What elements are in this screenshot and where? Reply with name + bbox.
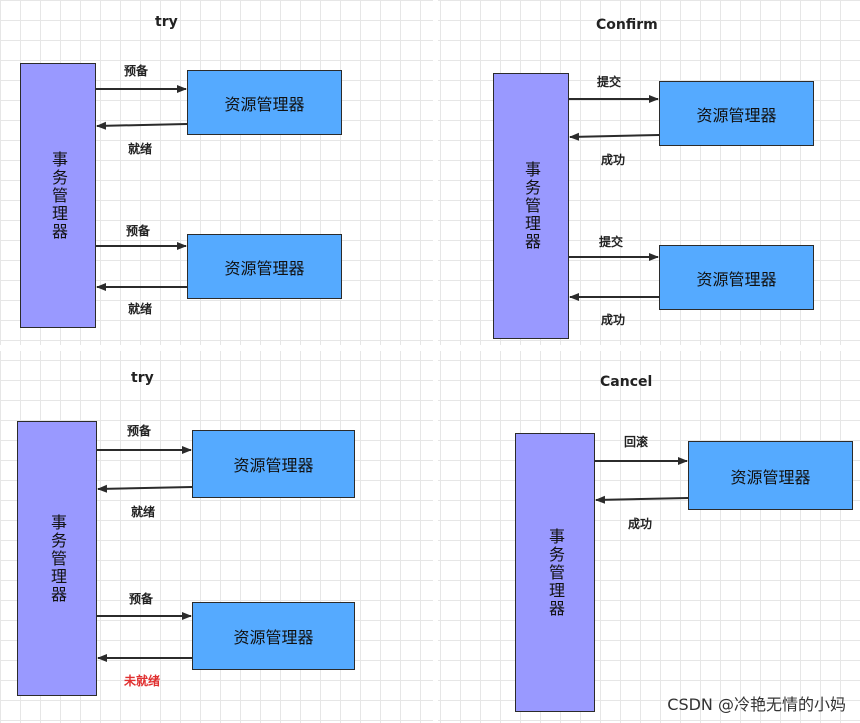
transaction-manager-box: 事务管理器 bbox=[17, 421, 97, 696]
resource-manager-box: 资源管理器 bbox=[659, 245, 814, 310]
panel-divider-horizontal bbox=[0, 345, 860, 351]
panel-title: Cancel bbox=[600, 374, 653, 390]
transaction-manager-label: 事务管理器 bbox=[48, 513, 67, 604]
request-label: 预备 bbox=[126, 224, 151, 238]
request-label: 预备 bbox=[124, 64, 149, 78]
panel-title: Confirm bbox=[596, 17, 658, 33]
transaction-manager-box: 事务管理器 bbox=[20, 63, 96, 328]
response-label-failure: 未就绪 bbox=[124, 674, 161, 688]
request-label: 回滚 bbox=[624, 435, 649, 449]
response-label: 就绪 bbox=[128, 302, 153, 316]
resource-manager-box: 资源管理器 bbox=[187, 70, 342, 135]
request-label: 预备 bbox=[127, 424, 152, 438]
panel-divider-vertical bbox=[433, 0, 438, 723]
response-label: 就绪 bbox=[128, 142, 153, 156]
request-label: 提交 bbox=[599, 235, 624, 249]
resource-manager-box: 资源管理器 bbox=[187, 234, 342, 299]
panel-title: try bbox=[155, 14, 178, 30]
panel-title: try bbox=[131, 370, 154, 386]
request-label: 预备 bbox=[129, 592, 154, 606]
response-arrow bbox=[595, 495, 689, 504]
resource-manager-box: 资源管理器 bbox=[688, 441, 853, 510]
request-label: 提交 bbox=[597, 75, 622, 89]
transaction-manager-label: 事务管理器 bbox=[49, 150, 68, 241]
response-label: 就绪 bbox=[131, 505, 156, 519]
response-label: 成功 bbox=[601, 313, 626, 327]
resource-manager-box: 资源管理器 bbox=[192, 430, 355, 498]
transaction-manager-box: 事务管理器 bbox=[515, 433, 595, 712]
response-label: 成功 bbox=[601, 153, 626, 167]
response-arrow bbox=[96, 121, 188, 130]
watermark: CSDN @冷艳无情的小妈 bbox=[667, 695, 846, 714]
response-arrow bbox=[97, 484, 193, 493]
resource-manager-box: 资源管理器 bbox=[192, 602, 355, 670]
response-label: 成功 bbox=[628, 517, 653, 531]
transaction-manager-label: 事务管理器 bbox=[522, 161, 541, 251]
transaction-manager-label: 事务管理器 bbox=[546, 527, 565, 618]
resource-manager-box: 资源管理器 bbox=[659, 81, 814, 146]
response-arrow bbox=[569, 132, 660, 141]
transaction-manager-box: 事务管理器 bbox=[493, 73, 569, 339]
